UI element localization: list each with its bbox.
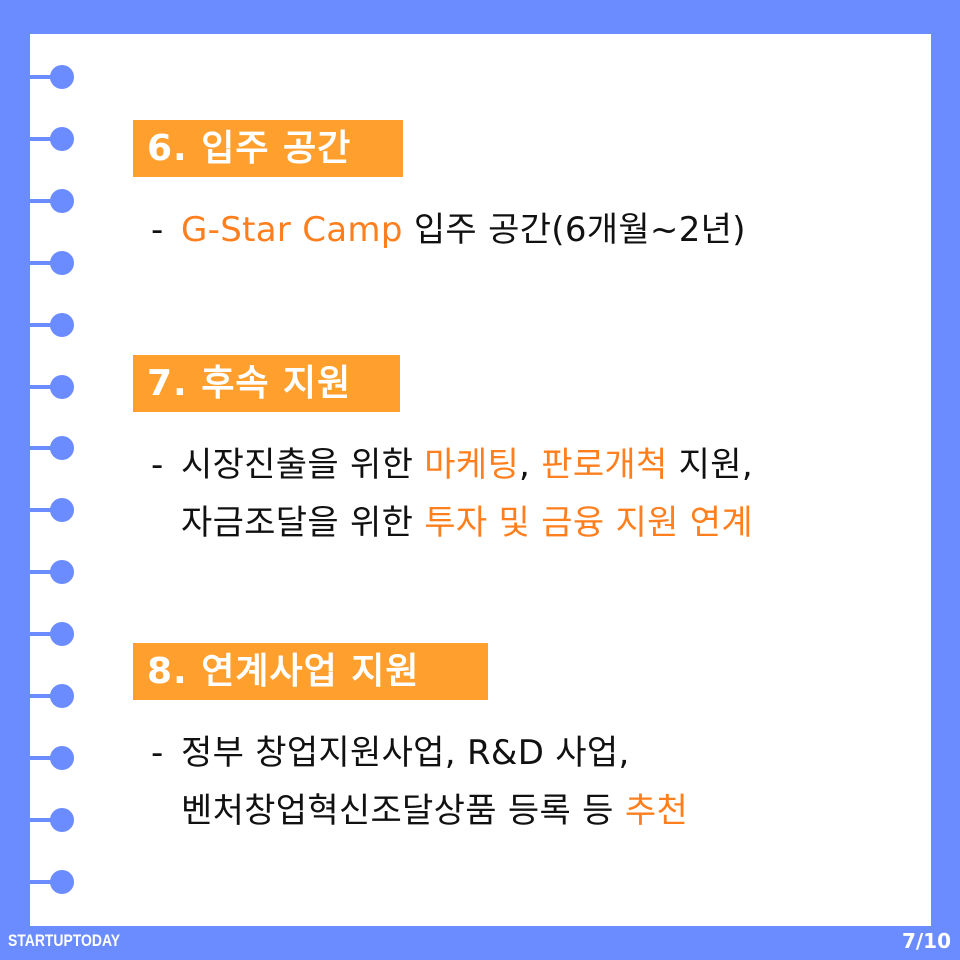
bullet-dash: - [151,210,164,250]
binder-ring-icon [30,869,74,894]
text-segment: 정부 창업지원사업, R&D 사업, [181,733,630,773]
section-8-line-1: -정부 창업지원사업, R&D 사업, [151,724,688,782]
ring-hole-icon [50,126,74,151]
ring-hole-icon [50,374,74,399]
text-segment: 시장진출을 위한 [181,445,425,485]
section-6-line-1: -G-Star Camp 입주 공간(6개월~2년) [151,201,746,259]
text-segment: 입주 공간(6개월~2년) [402,210,746,250]
binder-ring-icon [30,560,74,585]
binder-ring-icon [30,684,74,708]
ring-stem [30,260,52,265]
text-segment: 벤처창업혁신조달상품 등록 등 [181,791,625,831]
section-7-line-2: 자금조달을 위한 투자 및 금융 지원 연계 [151,494,753,552]
page-panel [30,34,931,926]
brand-logo-text: STARTUPTODAY [8,931,121,950]
ring-stem [30,570,52,575]
investment-highlight: 투자 및 금융 지원 연계 [424,503,753,543]
ring-stem [30,755,52,760]
recommend-highlight: 추천 [624,791,689,831]
ring-stem [30,632,52,637]
binder-ring-icon [30,745,74,770]
ring-stem [30,508,52,513]
ring-hole-icon [50,65,74,89]
section-8-header: 8. 연계사업 지원 [133,643,488,700]
ring-hole-icon [50,436,74,461]
bullet-dash: - [151,733,164,773]
binder-ring-icon [30,498,74,523]
binder-ring-icon [30,807,74,832]
ring-hole-icon [50,869,74,894]
bullet-dash: - [151,445,164,485]
ring-stem [30,198,52,203]
sales-channel-highlight: 판로개척 [541,445,668,485]
binder-ring-icon [30,312,74,337]
section-7-body: -시장진출을 위한 마케팅, 판로개척 지원, 자금조달을 위한 투자 및 금융… [151,436,753,552]
ring-stem [30,384,52,389]
g-star-camp-highlight: G-Star Camp [181,210,403,250]
ring-hole-icon [50,745,74,770]
ring-hole-icon [50,622,74,647]
binder-ring-icon [30,374,74,399]
ring-hole-icon [50,807,74,832]
section-8-line-2: 벤처창업혁신조달상품 등록 등 추천 [151,782,688,840]
ring-stem [30,817,52,822]
ring-stem [30,75,52,79]
section-8-body: -정부 창업지원사업, R&D 사업, 벤처창업혁신조달상품 등록 등 추천 [151,724,688,840]
ring-stem [30,446,52,451]
section-6-body: -G-Star Camp 입주 공간(6개월~2년) [151,201,746,259]
marketing-highlight: 마케팅 [424,445,520,485]
ring-stem [30,879,52,884]
ring-stem [30,136,52,141]
binder-ring-icon [30,188,74,213]
ring-hole-icon [50,312,74,337]
ring-stem [30,694,52,698]
ring-hole-icon [50,684,74,708]
ring-hole-icon [50,498,74,523]
ring-stem [30,322,52,327]
section-7-line-1: -시장진출을 위한 마케팅, 판로개척 지원, [151,436,753,494]
binder-ring-icon [30,126,74,151]
text-segment: , [519,445,542,485]
section-7-header: 7. 후속 지원 [133,355,400,412]
ring-hole-icon [50,560,74,585]
section-6-header: 6. 입주 공간 [133,120,403,177]
binder-ring-icon [30,250,74,275]
text-segment: 자금조달을 위한 [181,503,425,543]
ring-hole-icon [50,250,74,275]
binder-ring-icon [30,622,74,647]
binder-ring-icon [30,436,74,461]
page-indicator: 7/10 [901,929,951,953]
binder-ring-icon [30,65,74,89]
ring-hole-icon [50,188,74,213]
text-segment: 지원, [667,445,753,485]
